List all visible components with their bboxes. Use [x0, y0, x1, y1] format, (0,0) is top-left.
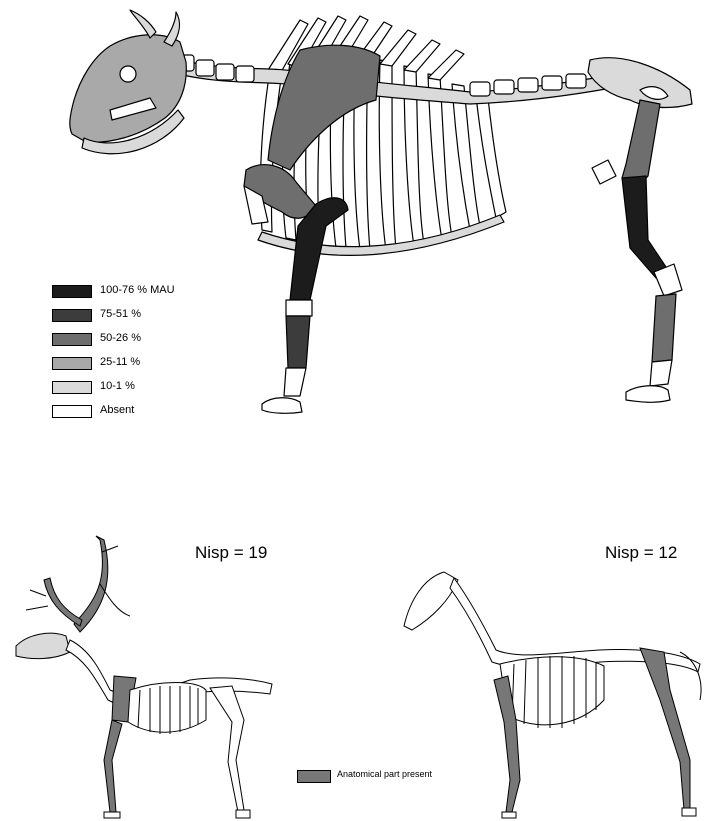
bison-hind-phalanges — [650, 360, 672, 386]
legend-swatch — [52, 357, 92, 370]
horse-skeleton-diagram — [404, 572, 701, 818]
legend-swatch — [52, 333, 92, 346]
reindeer-ribs — [128, 683, 206, 733]
legend-label: 50-26 % — [100, 332, 141, 344]
legend-label: 100-76 % MAU — [100, 284, 175, 296]
legend-swatch — [52, 285, 92, 298]
bison-femur — [622, 100, 660, 184]
legend-swatch — [52, 381, 92, 394]
present-legend-label: Anatomical part present — [337, 769, 432, 779]
bison-horn — [130, 10, 156, 38]
bison-metatarsal — [652, 294, 676, 362]
horse-skull — [404, 572, 458, 630]
reindeer-skeleton-diagram — [16, 536, 272, 818]
legend-label: 75-51 % — [100, 308, 141, 320]
legend-swatch — [52, 309, 92, 322]
legend-label: Absent — [100, 404, 134, 416]
horse-nisp-label: Nisp = 12 — [605, 543, 677, 563]
reindeer-nisp-label: Nisp = 19 — [195, 543, 267, 563]
bison-tibia — [622, 176, 668, 278]
legend-swatch — [52, 405, 92, 418]
bison-metacarpal — [286, 316, 310, 368]
reindeer-antler-beam — [74, 536, 108, 632]
bison-front-phalanges — [284, 368, 306, 396]
bison-carpals — [286, 300, 312, 316]
reindeer-skull — [16, 633, 70, 658]
present-legend-swatch — [297, 770, 331, 783]
legend-label: 25-11 % — [100, 356, 140, 368]
horse-ribs — [500, 657, 604, 725]
legend-label: 10-1 % — [100, 380, 135, 392]
